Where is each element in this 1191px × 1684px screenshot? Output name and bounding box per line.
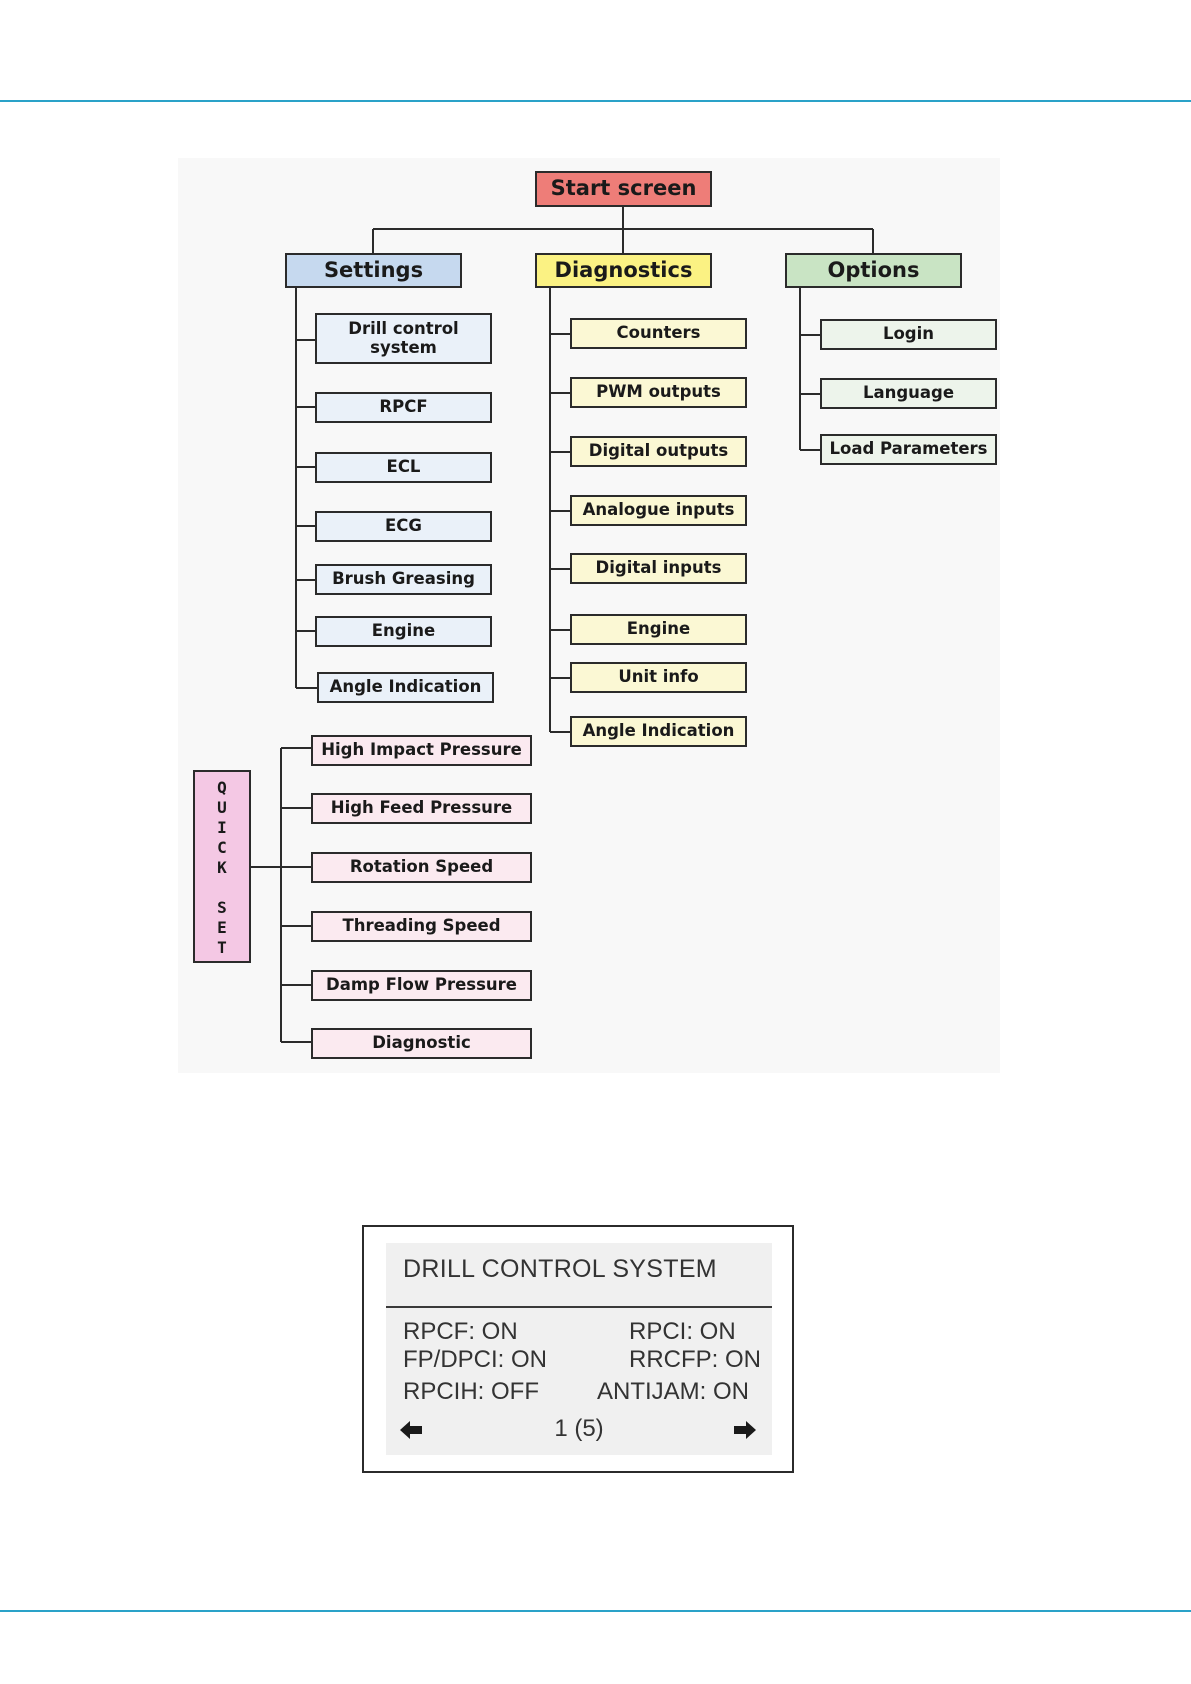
- display-panel: DRILL CONTROL SYSTEM RPCF: ON RPCI: ON F…: [386, 1243, 772, 1455]
- diagnostics-item-analogue-inputs: Analogue inputs: [570, 495, 747, 526]
- options-box: Options: [785, 253, 962, 288]
- page-indicator: 1 (5): [554, 1415, 604, 1442]
- status-antijam: ANTIJAM: ON: [597, 1378, 750, 1405]
- bottom-rule: [0, 1610, 1191, 1612]
- diagnostics-item-angle-indication: Angle Indication: [570, 716, 747, 747]
- quick-set-item-diagnostic: Diagnostic: [311, 1028, 532, 1059]
- settings-item-ecg: ECG: [315, 511, 492, 542]
- quick-set-letter: [195, 878, 249, 898]
- quick-set-letter: K: [217, 858, 227, 877]
- diagnostics-item-counters: Counters: [570, 318, 747, 349]
- quick-set-letter: Q: [217, 778, 227, 797]
- settings-item-rpcf: RPCF: [315, 392, 492, 423]
- quick-set-item-threading-speed: Threading Speed: [311, 911, 532, 942]
- options-item-load-parameters: Load Parameters: [820, 434, 997, 465]
- quick-set-box: Q U I C K S E T: [193, 770, 251, 963]
- settings-item-angle-indication: Angle Indication: [317, 672, 494, 703]
- quick-set-item-high-impact-pressure: High Impact Pressure: [311, 735, 532, 766]
- arrow-left-icon[interactable]: [400, 1421, 424, 1439]
- start-screen-box: Start screen: [535, 171, 712, 207]
- top-rule: [0, 100, 1191, 102]
- quick-set-letter: T: [217, 938, 227, 957]
- arrow-right-icon[interactable]: [732, 1421, 756, 1439]
- settings-item-engine: Engine: [315, 616, 492, 647]
- quick-set-letter: I: [217, 818, 227, 837]
- quick-set-item-rotation-speed: Rotation Speed: [311, 852, 532, 883]
- diagnostics-item-unit-info: Unit info: [570, 662, 747, 693]
- settings-item-ecl: ECL: [315, 452, 492, 483]
- quick-set-letter: C: [217, 838, 227, 857]
- quick-set-item-high-feed-pressure: High Feed Pressure: [311, 793, 532, 824]
- display-divider: [386, 1306, 772, 1308]
- display-title: DRILL CONTROL SYSTEM: [403, 1255, 717, 1283]
- status-rpcf: RPCF: ON: [403, 1318, 518, 1345]
- settings-box: Settings: [285, 253, 462, 288]
- status-rrcfp: RRCFP: ON: [629, 1346, 761, 1373]
- status-rpci: RPCI: ON: [629, 1318, 736, 1345]
- settings-item-drill-control-system: Drill control system: [315, 313, 492, 364]
- quick-set-letter: E: [217, 918, 227, 937]
- diagnostics-box: Diagnostics: [535, 253, 712, 288]
- quick-set-letter: S: [217, 898, 227, 917]
- options-item-login: Login: [820, 319, 997, 350]
- settings-item-brush-greasing: Brush Greasing: [315, 564, 492, 595]
- quick-set-item-damp-flow-pressure: Damp Flow Pressure: [311, 970, 532, 1001]
- drill-control-display: DRILL CONTROL SYSTEM RPCF: ON RPCI: ON F…: [362, 1225, 794, 1473]
- quick-set-letter: U: [217, 798, 227, 817]
- diagnostics-item-digital-inputs: Digital inputs: [570, 553, 747, 584]
- status-rpcih: RPCIH: OFF: [403, 1378, 539, 1405]
- options-item-language: Language: [820, 378, 997, 409]
- diagnostics-item-digital-outputs: Digital outputs: [570, 436, 747, 467]
- diagnostics-item-engine: Engine: [570, 614, 747, 645]
- diagnostics-item-pwm-outputs: PWM outputs: [570, 377, 747, 408]
- status-fp-dpci: FP/DPCI: ON: [403, 1346, 548, 1373]
